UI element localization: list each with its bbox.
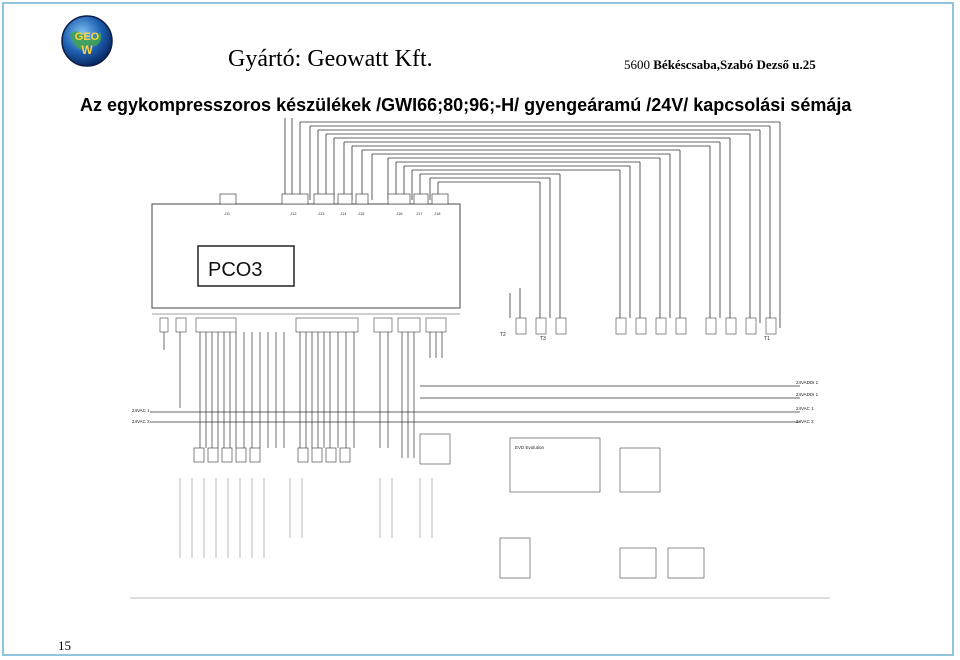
svg-text:24VAC 1: 24VAC 1 [796,406,814,411]
svg-text:T3: T3 [540,336,546,342]
svg-text:24VAC 2: 24VAC 2 [132,419,150,424]
manufacturer-label: Gyártó: Geowatt Kft. [228,46,433,72]
svg-text:T1: T1 [764,336,770,342]
svg-text:24VADDI 1: 24VADDI 1 [796,392,819,397]
svg-text:W: W [81,43,93,57]
svg-text:24VAC 2: 24VAC 2 [796,419,814,424]
wiring-schematic: PCO3 J11 J12 J13 J14 J15 J16 J17 J18 [120,118,840,606]
document-title: Az egykompresszoros készülékek /GWI66;80… [80,95,852,115]
page-number: 15 [58,638,71,653]
svg-text:GEO: GEO [75,31,100,43]
svg-text:24VADDI 1: 24VADDI 1 [796,380,819,385]
driver-label: EVD Evolution [515,445,545,450]
svg-text:J12: J12 [290,211,297,216]
svg-text:J13: J13 [318,211,325,216]
address-street: Békéscsaba,Szabó Dezső u.25 [653,57,816,72]
svg-text:J15: J15 [358,211,365,216]
geowatt-logo: GEO W [60,14,114,68]
svg-text:J17: J17 [416,211,423,216]
svg-text:J14: J14 [340,211,347,216]
svg-text:J16: J16 [396,211,403,216]
svg-text:T2: T2 [500,332,506,338]
address-city: 5600 [624,57,654,72]
controller-label: PCO3 [208,259,262,281]
svg-text:J18: J18 [434,211,441,216]
svg-text:J11: J11 [224,211,231,216]
svg-text:24VAC 1: 24VAC 1 [132,408,150,413]
address: 5600 Békéscsaba,Szabó Dezső u.25 [624,57,816,73]
schematic-svg: PCO3 J11 J12 J13 J14 J15 J16 J17 J18 [130,118,830,599]
